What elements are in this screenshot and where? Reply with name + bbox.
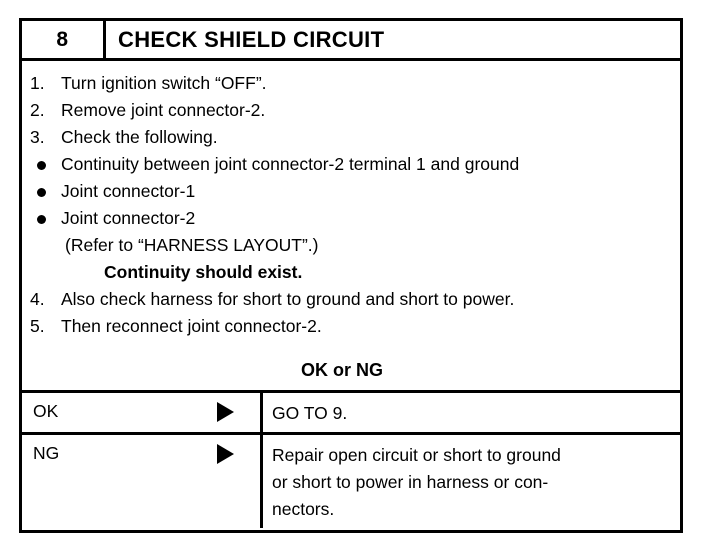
harness-layout-note: (Refer to “HARNESS LAYOUT”.) xyxy=(65,235,319,255)
result-action-line: Repair open circuit or short to ground xyxy=(272,445,561,465)
procedure-bullet-item: Continuity between joint connector-2 ter… xyxy=(30,151,672,178)
triangle-right-icon xyxy=(190,435,263,528)
result-action-line: GO TO 9. xyxy=(272,403,348,423)
step-body: 1. Turn ignition switch “OFF”. 2. Remove… xyxy=(22,61,680,384)
result-action-line: or short to power in harness or con- xyxy=(272,472,549,492)
step-header-row: 8 CHECK SHIELD CIRCUIT xyxy=(22,21,680,61)
expected-condition: Continuity should exist. xyxy=(104,262,303,282)
procedure-marker: 3. xyxy=(30,127,45,147)
procedure-bullet-item: Joint connector-2 xyxy=(30,205,672,232)
result-row-ng: NG Repair open circuit or short to groun… xyxy=(22,432,680,528)
procedure-text: Remove joint connector-2. xyxy=(61,100,266,120)
procedure-text: Continuity between joint connector-2 ter… xyxy=(61,154,520,174)
procedure-text: Check the following. xyxy=(61,127,218,147)
procedure-text: Joint connector-2 xyxy=(61,208,196,228)
result-row-ok: OK GO TO 9. xyxy=(22,390,680,432)
procedure-text: Turn ignition switch “OFF”. xyxy=(61,73,267,93)
result-label-ok: OK xyxy=(33,401,59,421)
procedure-item: 2. Remove joint connector-2. xyxy=(30,97,672,124)
step-title: CHECK SHIELD CIRCUIT xyxy=(118,26,385,52)
procedure-item: 5. Then reconnect joint connector-2. xyxy=(30,313,672,340)
procedure-item: 4. Also check harness for short to groun… xyxy=(30,286,672,313)
decision-label: OK or NG xyxy=(300,360,383,380)
result-action-ng: Repair open circuit or short to ground o… xyxy=(263,435,680,528)
procedure-text: Then reconnect joint connector-2. xyxy=(61,316,322,336)
diagnostic-step-box: 8 CHECK SHIELD CIRCUIT 1. Turn ignition … xyxy=(19,18,683,533)
procedure-bullet-item: Joint connector-1 xyxy=(30,178,672,205)
result-label-ng: NG xyxy=(33,443,60,463)
triangle-right-icon xyxy=(190,393,263,432)
procedure-marker: 5. xyxy=(30,316,45,336)
procedure-marker: 1. xyxy=(30,73,45,93)
procedure-marker: 2. xyxy=(30,100,45,120)
result-action-line: nectors. xyxy=(272,499,335,519)
result-action-ok: GO TO 9. xyxy=(263,393,680,432)
procedure-text: Joint connector-1 xyxy=(61,181,196,201)
procedure-text: Also check harness for short to ground a… xyxy=(61,289,515,309)
procedure-item: 1. Turn ignition switch “OFF”. xyxy=(30,70,672,97)
step-number: 8 xyxy=(22,21,106,58)
procedure-marker: 4. xyxy=(30,289,45,309)
procedure-item: 3. Check the following. xyxy=(30,124,672,151)
